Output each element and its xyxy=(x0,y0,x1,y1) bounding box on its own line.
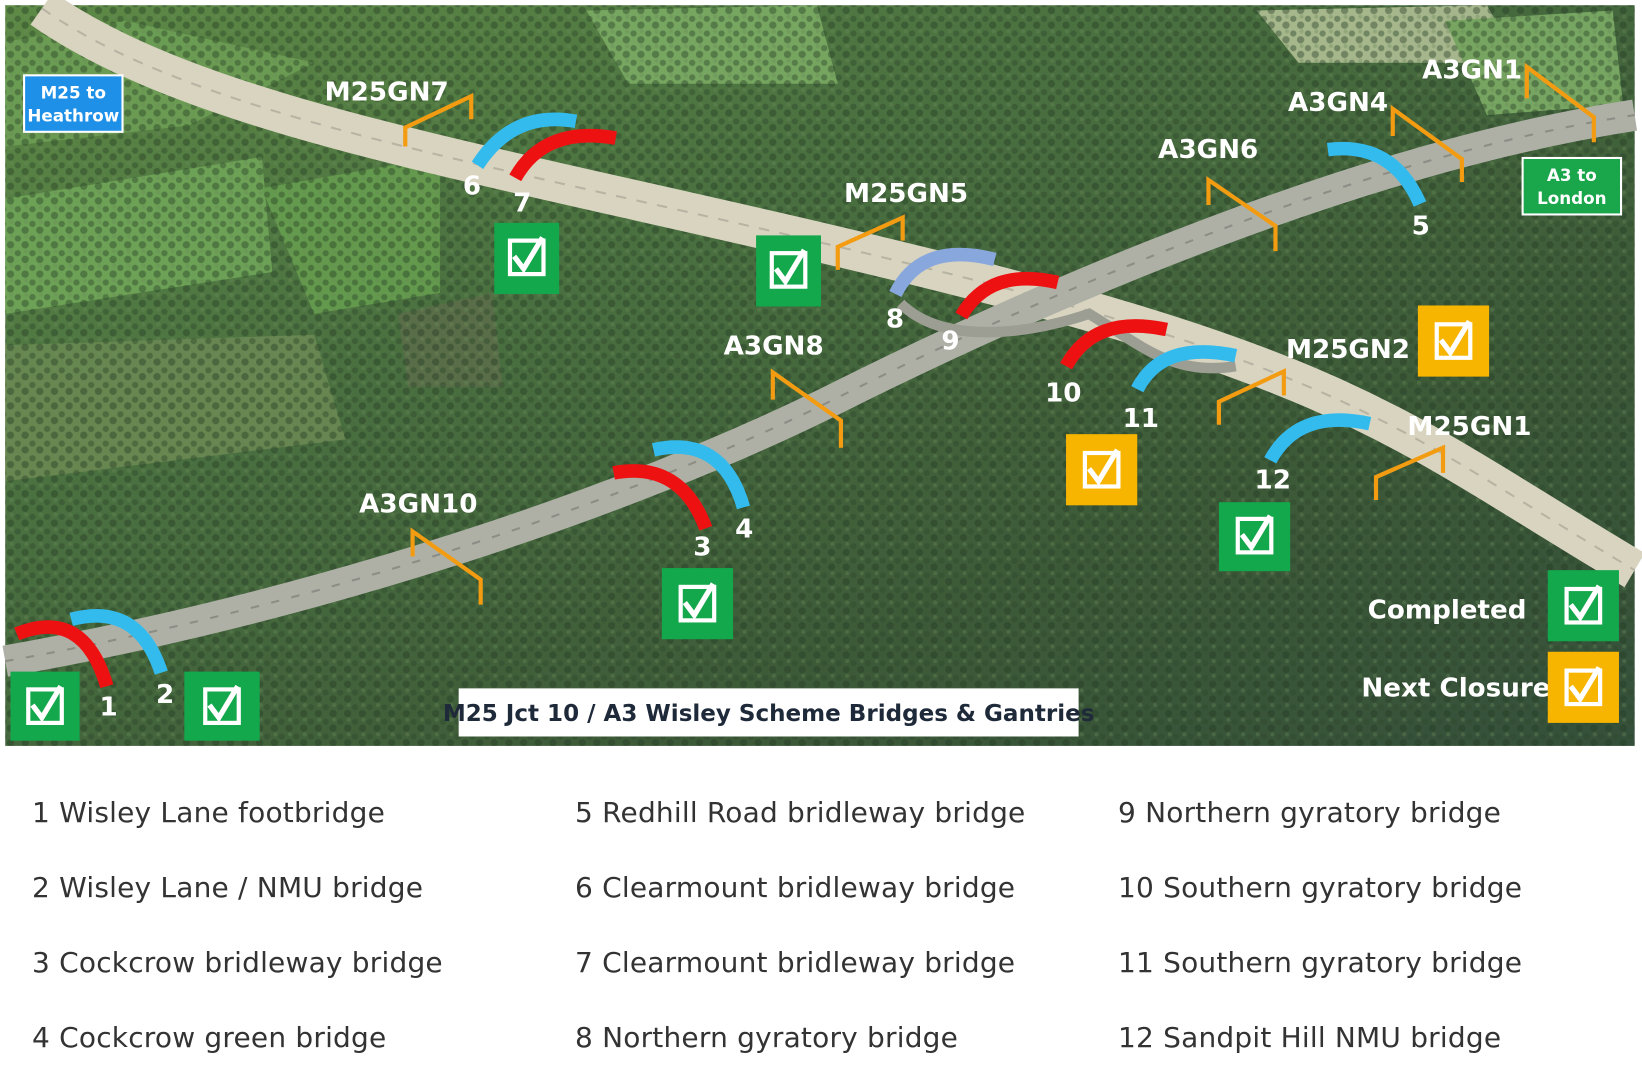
list-item: 12 Sandpit Hill NMU bridge xyxy=(1118,1021,1502,1054)
gantry-icon-m25gn5 xyxy=(835,214,905,270)
list-item: 3 Cockcrow bridleway bridge xyxy=(32,946,443,979)
gantry-label-a3gn4: A3GN4 xyxy=(1288,88,1388,118)
svg-text:Completed: Completed xyxy=(1368,595,1527,625)
list-item: 5 Redhill Road bridleway bridge xyxy=(575,796,1026,829)
status-completed-bridge-2 xyxy=(184,671,260,741)
bridge-list-column-2: 5 Redhill Road bridleway bridge 6 Clearm… xyxy=(575,775,1025,1075)
bridge-number-10: 10 xyxy=(1045,379,1081,409)
bridge-number-8: 8 xyxy=(886,304,904,334)
gantry-icon-m25gn2 xyxy=(1216,368,1286,425)
a3-road xyxy=(2,99,1638,677)
gantry-icon-a3gn6 xyxy=(1206,175,1278,252)
gantry-label-a3gn8: A3GN8 xyxy=(724,332,824,362)
svg-text:Heathrow: Heathrow xyxy=(27,105,119,125)
gyratory-road xyxy=(896,299,1237,374)
gantry-label-a3gn10: A3GN10 xyxy=(359,490,477,520)
bridge-number-11: 11 xyxy=(1123,404,1159,434)
bridge-arc-6 xyxy=(471,112,578,170)
legend-next-closure: Next Closure xyxy=(1361,651,1619,723)
bridge-number-5: 5 xyxy=(1412,211,1430,241)
bridge-arc-10 xyxy=(1060,319,1169,370)
gantry-label-m25gn2: M25GN2 xyxy=(1286,335,1410,365)
bridge-number-1: 1 xyxy=(99,693,117,723)
list-item: 10 Southern gyratory bridge xyxy=(1118,871,1523,904)
status-completed-bridges-6-7 xyxy=(494,222,560,294)
svg-text:A3 to: A3 to xyxy=(1547,165,1597,185)
list-item: 6 Clearmount bridleway bridge xyxy=(575,871,1016,904)
list-item: 11 Southern gyratory bridge xyxy=(1118,946,1523,979)
status-completed-bridge-12 xyxy=(1218,502,1291,572)
status-completed-bridge-1 xyxy=(10,671,80,741)
gantry-label-m25gn5: M25GN5 xyxy=(844,179,968,209)
bridge-arc-9 xyxy=(955,271,1060,320)
bridge-arc-8 xyxy=(889,247,997,298)
bridge-number-7: 7 xyxy=(513,188,531,218)
bridge-number-3: 3 xyxy=(693,533,711,563)
gantry-label-a3gn6: A3GN6 xyxy=(1158,135,1258,165)
bridge-arc-4 xyxy=(651,440,751,510)
bridge-list-column-1: 1 Wisley Lane footbridge 2 Wisley Lane /… xyxy=(32,775,443,1075)
bridge-arc-1 xyxy=(14,620,114,689)
gantry-icon-a3gn10 xyxy=(410,527,483,605)
svg-text:M25 to: M25 to xyxy=(41,82,106,102)
bridge-number-4: 4 xyxy=(735,515,753,545)
bridge-list-column-3: 9 Northern gyratory bridge 10 Southern g… xyxy=(1118,775,1522,1075)
sign-a3-london: A3 to London xyxy=(1521,156,1623,216)
gantry-icon-m25gn7 xyxy=(403,92,474,147)
completed-check-icon xyxy=(1547,570,1619,642)
next-closure-check-icon xyxy=(1547,651,1619,723)
gantry-icon-a3gn1 xyxy=(1524,62,1596,143)
bridge-arc-3 xyxy=(612,464,713,531)
svg-text:Next Closure: Next Closure xyxy=(1361,674,1550,704)
gantry-label-m25gn7: M25GN7 xyxy=(325,77,449,107)
bridge-number-12: 12 xyxy=(1255,466,1291,496)
legend-completed: Completed xyxy=(1368,570,1619,642)
status-completed-bridges-3-4 xyxy=(661,568,734,640)
bridge-number-9: 9 xyxy=(941,326,959,356)
list-item: 8 Northern gyratory bridge xyxy=(575,1021,959,1054)
bridge-arc-7 xyxy=(509,128,617,182)
bridge-number-6: 6 xyxy=(463,172,481,202)
bridge-arc-12 xyxy=(1264,413,1372,464)
list-item: 7 Clearmount bridleway bridge xyxy=(575,946,1016,979)
bridge-arc-11 xyxy=(1131,345,1238,393)
gantry-icon-m25gn1 xyxy=(1373,444,1446,501)
status-completed-bridge-8 xyxy=(756,235,821,307)
list-item: 2 Wisley Lane / NMU bridge xyxy=(32,871,424,904)
gantry-icon-a3gn4 xyxy=(1390,104,1464,183)
bridge-arc-5 xyxy=(1326,141,1427,207)
map-title: M25 Jct 10 / A3 Wisley Scheme Bridges & … xyxy=(443,688,1095,737)
svg-text:M25 Jct 10 / A3 Wisley Scheme: M25 Jct 10 / A3 Wisley Scheme Bridges & … xyxy=(443,701,1095,727)
sign-m25-heathrow: M25 to Heathrow xyxy=(23,74,124,133)
list-item: 9 Northern gyratory bridge xyxy=(1118,796,1502,829)
status-next-closure-bridges-10-11 xyxy=(1066,434,1138,506)
gantry-icon-a3gn8 xyxy=(770,368,843,448)
list-item: 4 Cockcrow green bridge xyxy=(32,1021,387,1054)
gantry-label-m25gn1: M25GN1 xyxy=(1407,412,1531,442)
bridge-arc-2 xyxy=(69,609,168,675)
status-next-closure-m25gn2 xyxy=(1417,305,1490,377)
bridge-number-2: 2 xyxy=(156,680,174,710)
svg-text:London: London xyxy=(1537,188,1607,208)
bridge-list: 1 Wisley Lane footbridge 2 Wisley Lane /… xyxy=(0,775,1642,1088)
gantry-label-a3gn1: A3GN1 xyxy=(1422,55,1522,85)
list-item: 1 Wisley Lane footbridge xyxy=(32,796,385,829)
